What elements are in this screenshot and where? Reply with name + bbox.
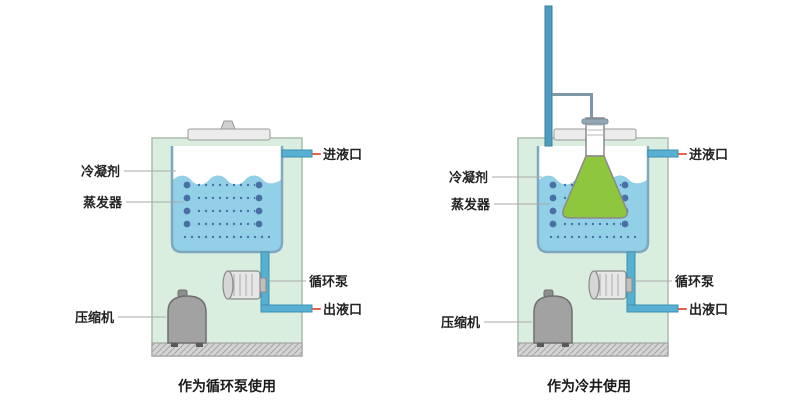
label-inlet: 进液口 (323, 147, 362, 162)
label-coolant: 冷凝剂 (449, 170, 488, 185)
flask-clamp (581, 118, 609, 125)
label-outlet: 出液口 (689, 302, 728, 317)
flask-joint-marks (586, 124, 604, 136)
machine-left (150, 127, 314, 358)
flask (562, 117, 628, 219)
label-inlet: 进液口 (689, 147, 728, 162)
flask-liquid (562, 155, 628, 219)
stand-arm (552, 93, 592, 96)
lid-knob (220, 120, 236, 130)
label-evaporator: 蒸发器 (451, 197, 491, 212)
stand-arm-drop (590, 93, 593, 122)
label-outlet: 出液口 (323, 302, 362, 317)
stand-pole (544, 5, 553, 147)
label-pump: 循环泵 (309, 274, 348, 289)
label-evaporator: 蒸发器 (83, 195, 123, 210)
label-coolant: 冷凝剂 (81, 164, 120, 179)
label-pump: 循环泵 (675, 274, 714, 289)
label-compressor: 压缩机 (441, 315, 480, 330)
caption-right: 作为冷井使用 (547, 378, 631, 394)
caption-left: 作为循环泵使用 (178, 378, 276, 394)
label-compressor: 压缩机 (75, 310, 114, 325)
